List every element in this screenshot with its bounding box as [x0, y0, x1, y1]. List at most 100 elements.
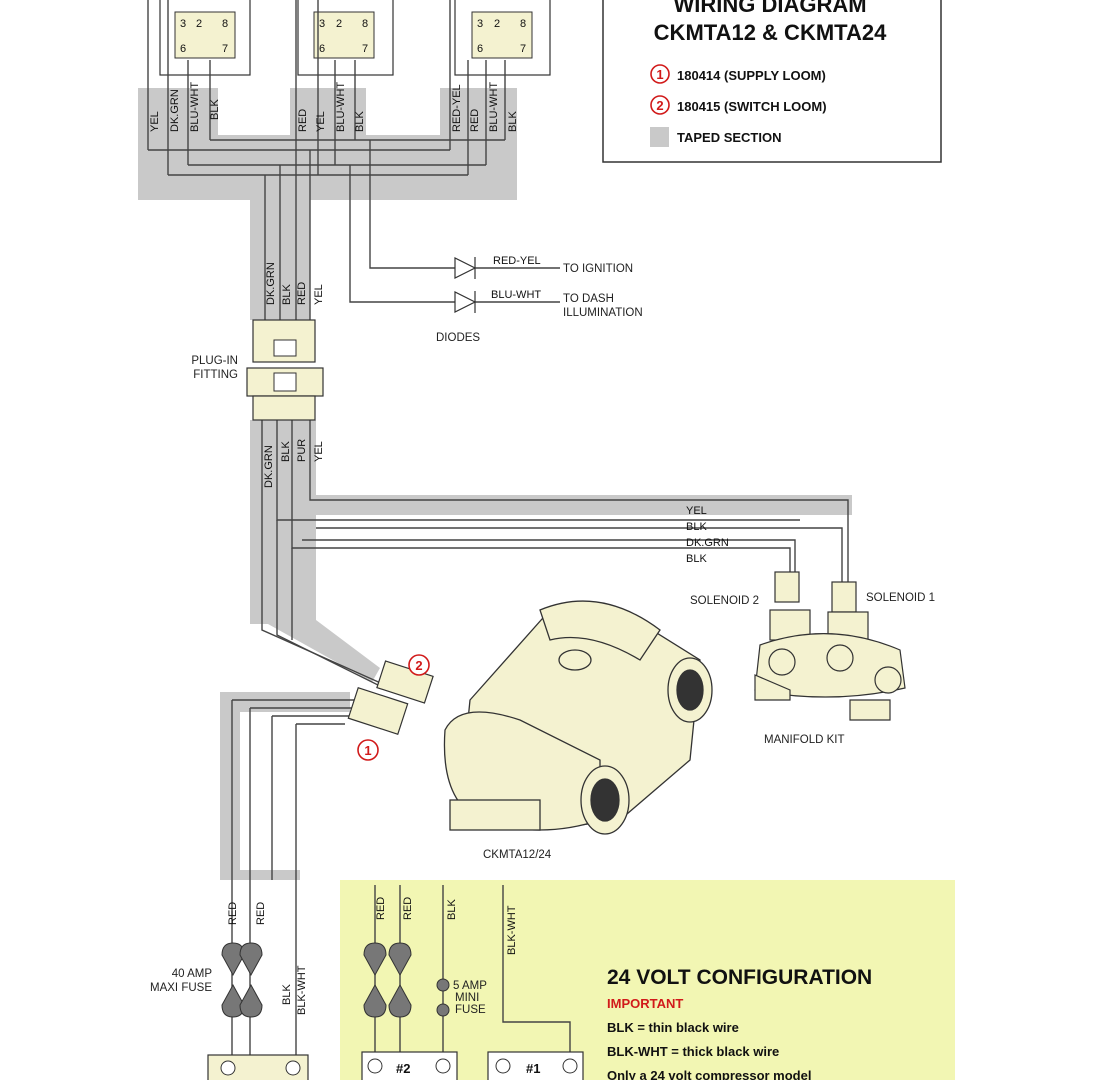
loom-1-badge-icon	[650, 64, 670, 84]
left-wire-red-2: RED	[255, 902, 267, 925]
taped-swatch-icon	[650, 127, 669, 147]
diode-wire-2: BLU-WHT	[491, 289, 541, 301]
terminal-2-minus-icon	[435, 1058, 451, 1074]
diodes-label: DIODES	[436, 332, 480, 344]
left-terminal-plus-icon	[220, 1060, 236, 1076]
left-wire-red-1: RED	[227, 902, 239, 925]
legend-item-1: 180414 (SUPPLY LOOM)	[677, 68, 826, 83]
switch-1-pin-6: 6	[180, 43, 186, 55]
loom-2-marker-icon	[408, 654, 430, 676]
cfg-wire-blk: BLK	[446, 899, 458, 920]
wires	[147, 0, 849, 1080]
diodes: RED-YEL TO IGNITION BLU-WHT TO DASH ILLU…	[436, 255, 643, 344]
switch-1-pin-7: 7	[222, 43, 228, 55]
diode-dest-2b: ILLUMINATION	[563, 307, 643, 319]
loom-connectors	[347, 660, 434, 736]
plug-lower-wire-dkgrn: DK.GRN	[263, 445, 275, 488]
plug-upper-wire-yel: YEL	[313, 284, 325, 305]
sw1-wire-blk: BLK	[209, 99, 221, 120]
legend-title-2: CKMTA12 & CKMTA24	[654, 20, 887, 45]
config-important: IMPORTANT	[607, 996, 683, 1011]
cfg-maxi-fuse-icon	[363, 942, 412, 1018]
mini-fuse-label-1: 5 AMP	[453, 980, 487, 992]
terminal-2-plus-icon	[367, 1058, 383, 1074]
switch-2-pin-6: 6	[319, 43, 325, 55]
vertical-wire-labels: YEL DK.GRN BLU-WHT BLK RED YEL BLU-WHT B…	[149, 82, 519, 488]
legend-item-2: 180415 (SWITCH LOOM)	[677, 99, 827, 114]
plug-lower-wire-pur: PUR	[296, 439, 308, 462]
manifold-label: MANIFOLD KIT	[764, 734, 845, 746]
plug-upper-wire-red: RED	[296, 282, 308, 305]
switch-1	[159, 0, 251, 76]
sw1-wire-yel: YEL	[149, 111, 161, 132]
config-title: 24 VOLT CONFIGURATION	[607, 966, 872, 989]
legend-title-1: WIRING DIAGRAM	[673, 0, 866, 17]
maxi-fuse-label-1: 40 AMP	[172, 968, 213, 980]
diode-wire-1: RED-YEL	[493, 255, 541, 267]
plug-upper-wire-dkgrn: DK.GRN	[265, 262, 277, 305]
switch-1-pin-8: 8	[222, 18, 228, 30]
sw1-wire-bluwht: BLU-WHT	[189, 82, 201, 132]
sw3-wire-blk: BLK	[507, 111, 519, 132]
plug-upper-wire-blk: BLK	[281, 284, 293, 305]
sol-wire-yel: YEL	[686, 505, 707, 517]
diode-ignition-icon	[454, 257, 477, 279]
switch-1-pin-2: 2	[196, 18, 202, 30]
cfg-wire-red-2: RED	[402, 897, 414, 920]
terminal-1-minus-icon	[562, 1058, 578, 1074]
config-note-3: Only a 24 volt compressor model	[607, 1068, 811, 1080]
taped-sections	[138, 88, 852, 880]
loom-1-marker: 1	[364, 743, 371, 758]
compressor-label: CKMTA12/24	[483, 849, 552, 861]
plug-label-2: FITTING	[193, 369, 238, 381]
maxi-fuse-icon	[221, 942, 263, 1018]
cfg-wire-red-1: RED	[375, 897, 387, 920]
sw2-wire-blk: BLK	[354, 111, 366, 132]
switch-3-pin-3: 3	[477, 18, 483, 30]
loom-2-marker: 2	[415, 658, 422, 673]
sw2-wire-bluwht: BLU-WHT	[335, 82, 347, 132]
manifold-kit	[754, 571, 906, 721]
plug-in-fitting: PLUG-IN FITTING	[191, 319, 324, 421]
switch-1-pin-3: 3	[180, 18, 186, 30]
switch-2	[297, 0, 394, 76]
mini-fuse-label-2: MINI	[455, 992, 479, 1004]
config-note-1: BLK = thin black wire	[607, 1020, 739, 1035]
sw3-wire-red: RED	[469, 109, 481, 132]
diode-dest-2a: TO DASH	[563, 293, 614, 305]
legend: WIRING DIAGRAM CKMTA12 & CKMTA24 1 18041…	[602, 0, 942, 163]
legend-item-2-number: 2	[656, 98, 663, 113]
sw2-wire-yel: YEL	[315, 111, 327, 132]
mini-fuse-label-3: FUSE	[455, 1004, 486, 1016]
left-terminal-minus-icon	[285, 1060, 301, 1076]
compressor-icon	[443, 600, 713, 835]
switch-3-pin-6: 6	[477, 43, 483, 55]
terminal-2-label: #2	[396, 1061, 410, 1076]
solenoid-wire-labels: YEL BLK DK.GRN BLK	[686, 505, 729, 565]
sw1-wire-dkgrn: DK.GRN	[169, 89, 181, 132]
switch-2-pin-2: 2	[336, 18, 342, 30]
solenoid-2-label: SOLENOID 2	[690, 595, 759, 607]
sw2-wire-red: RED	[297, 109, 309, 132]
switch-2-pin-8: 8	[362, 18, 368, 30]
config-note-2: BLK-WHT = thick black wire	[607, 1044, 779, 1059]
terminal-1-plus-icon	[495, 1058, 511, 1074]
diode-illumination-icon	[454, 291, 477, 313]
legend-taped: TAPED SECTION	[677, 130, 782, 145]
switch-2-pin-7: 7	[362, 43, 368, 55]
switch-3-pin-2: 2	[494, 18, 500, 30]
loom-1-marker-icon	[357, 739, 379, 761]
switch-pins: 3 2 8 6 7 3 2 8 6 7 3 2 8 6 7	[180, 18, 526, 55]
cfg-wire-blkwht: BLK-WHT	[506, 905, 518, 955]
loom-2-badge-icon	[650, 95, 670, 115]
left-wire-blkwht: BLK-WHT	[296, 965, 308, 1015]
sol-wire-blk-1: BLK	[686, 521, 707, 533]
plug-label-1: PLUG-IN	[191, 355, 238, 367]
switch-3	[454, 0, 551, 76]
switch-2-pin-3: 3	[319, 18, 325, 30]
plug-lower-wire-yel: YEL	[313, 441, 325, 462]
terminal-1-label: #1	[526, 1061, 540, 1076]
sw3-wire-bluwht: BLU-WHT	[488, 82, 500, 132]
sw3-wire-redyel: RED-YEL	[451, 84, 463, 132]
